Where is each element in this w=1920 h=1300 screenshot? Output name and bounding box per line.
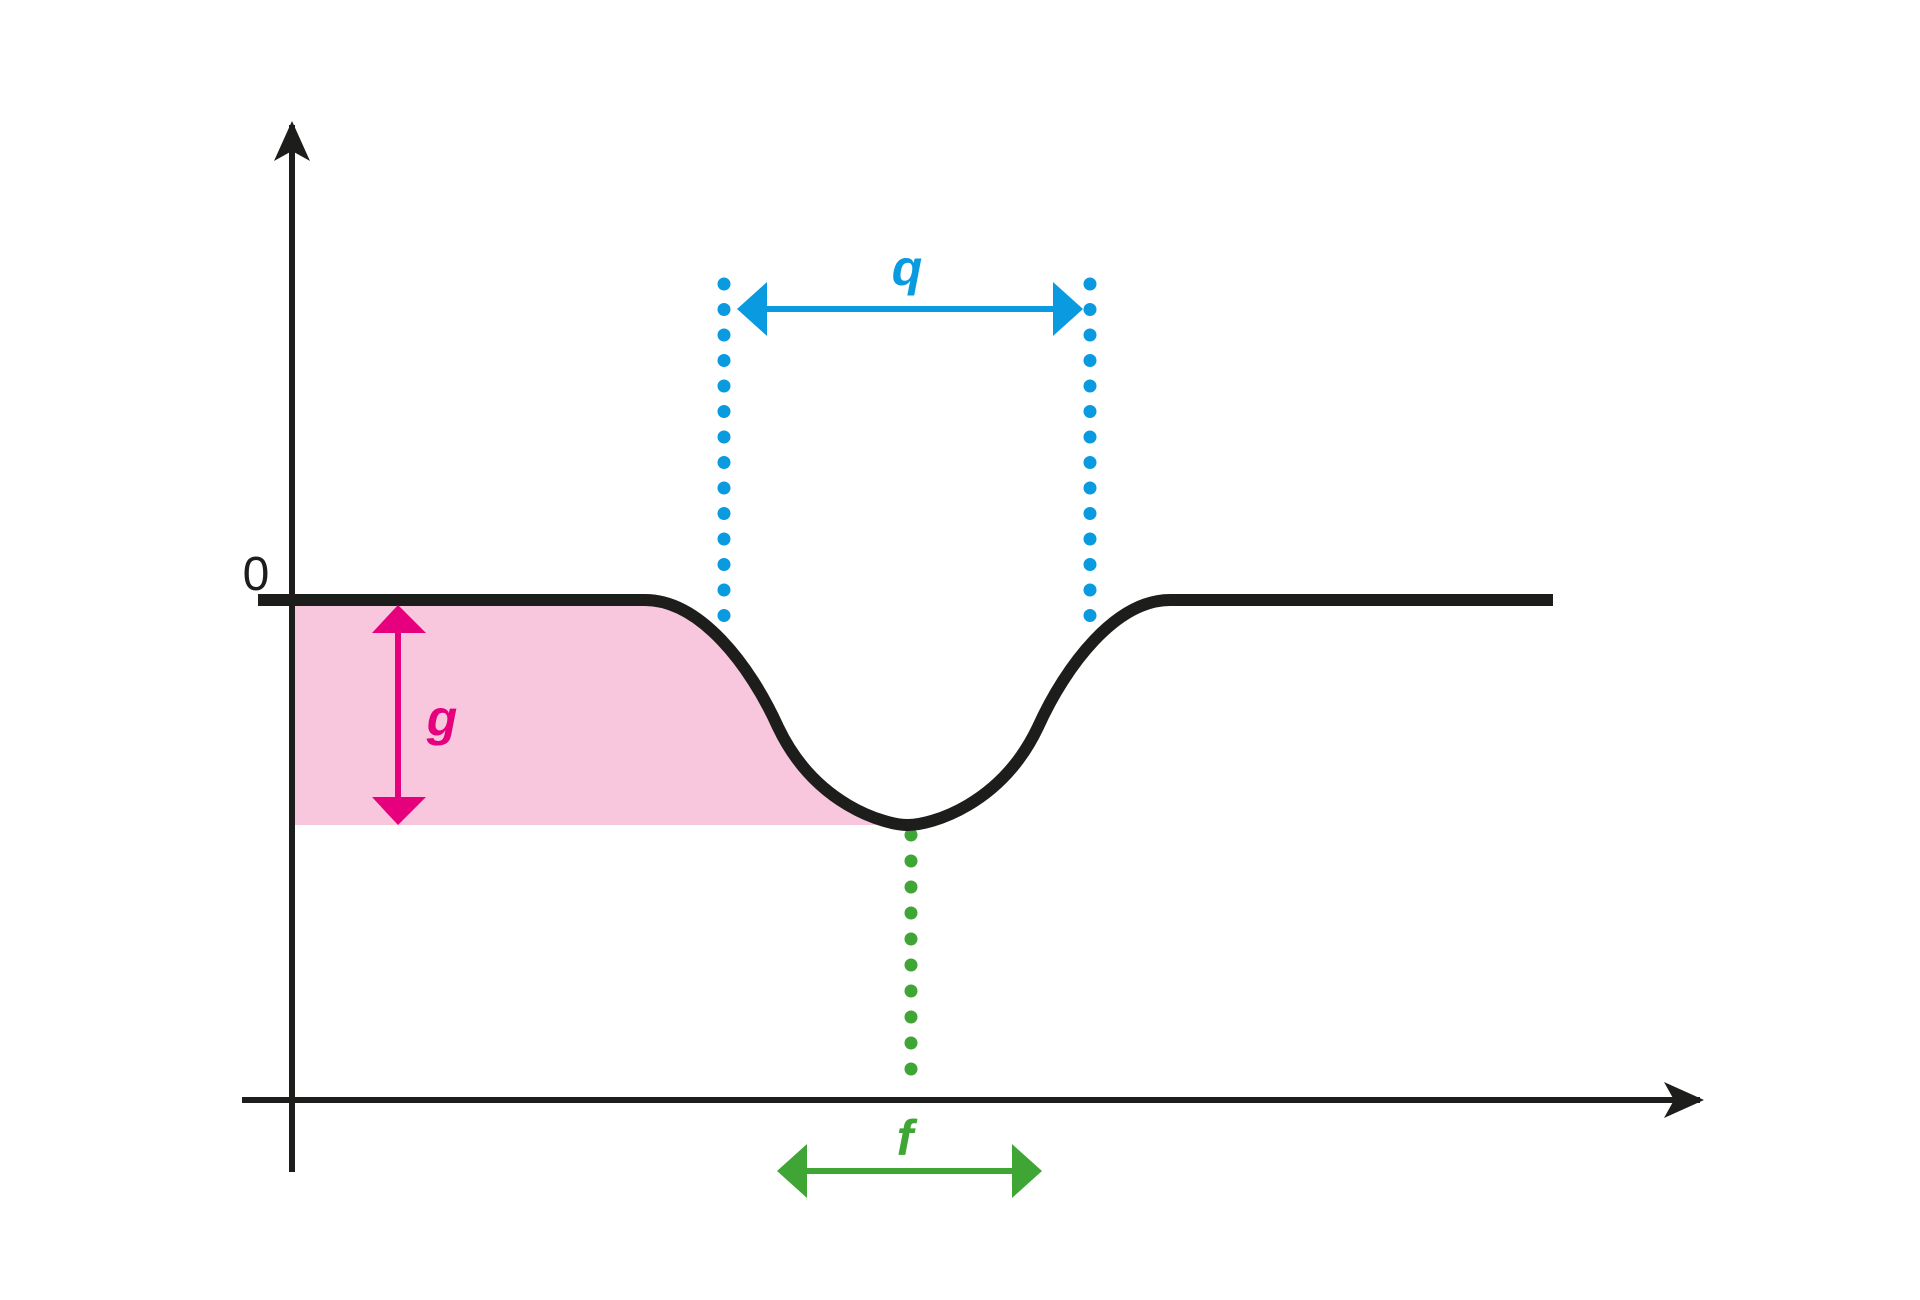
depth-arrowhead-top: [372, 605, 426, 633]
position-arrowhead-right: [1012, 1144, 1042, 1198]
width-arrow: [737, 282, 1083, 336]
position-arrow: [777, 1144, 1042, 1198]
position-arrowhead-left: [777, 1144, 807, 1198]
depth-label: g: [426, 690, 458, 746]
depth-arrowhead-bottom: [372, 797, 426, 825]
depth-arrow: [372, 605, 426, 825]
depth-shaded-region: [292, 600, 905, 825]
width-arrowhead-left: [737, 282, 767, 336]
width-label: q: [892, 240, 923, 296]
zero-label: 0: [243, 548, 270, 601]
dip-curve: [258, 594, 1553, 831]
width-arrowhead-right: [1053, 282, 1083, 336]
position-label: f: [897, 1110, 918, 1166]
